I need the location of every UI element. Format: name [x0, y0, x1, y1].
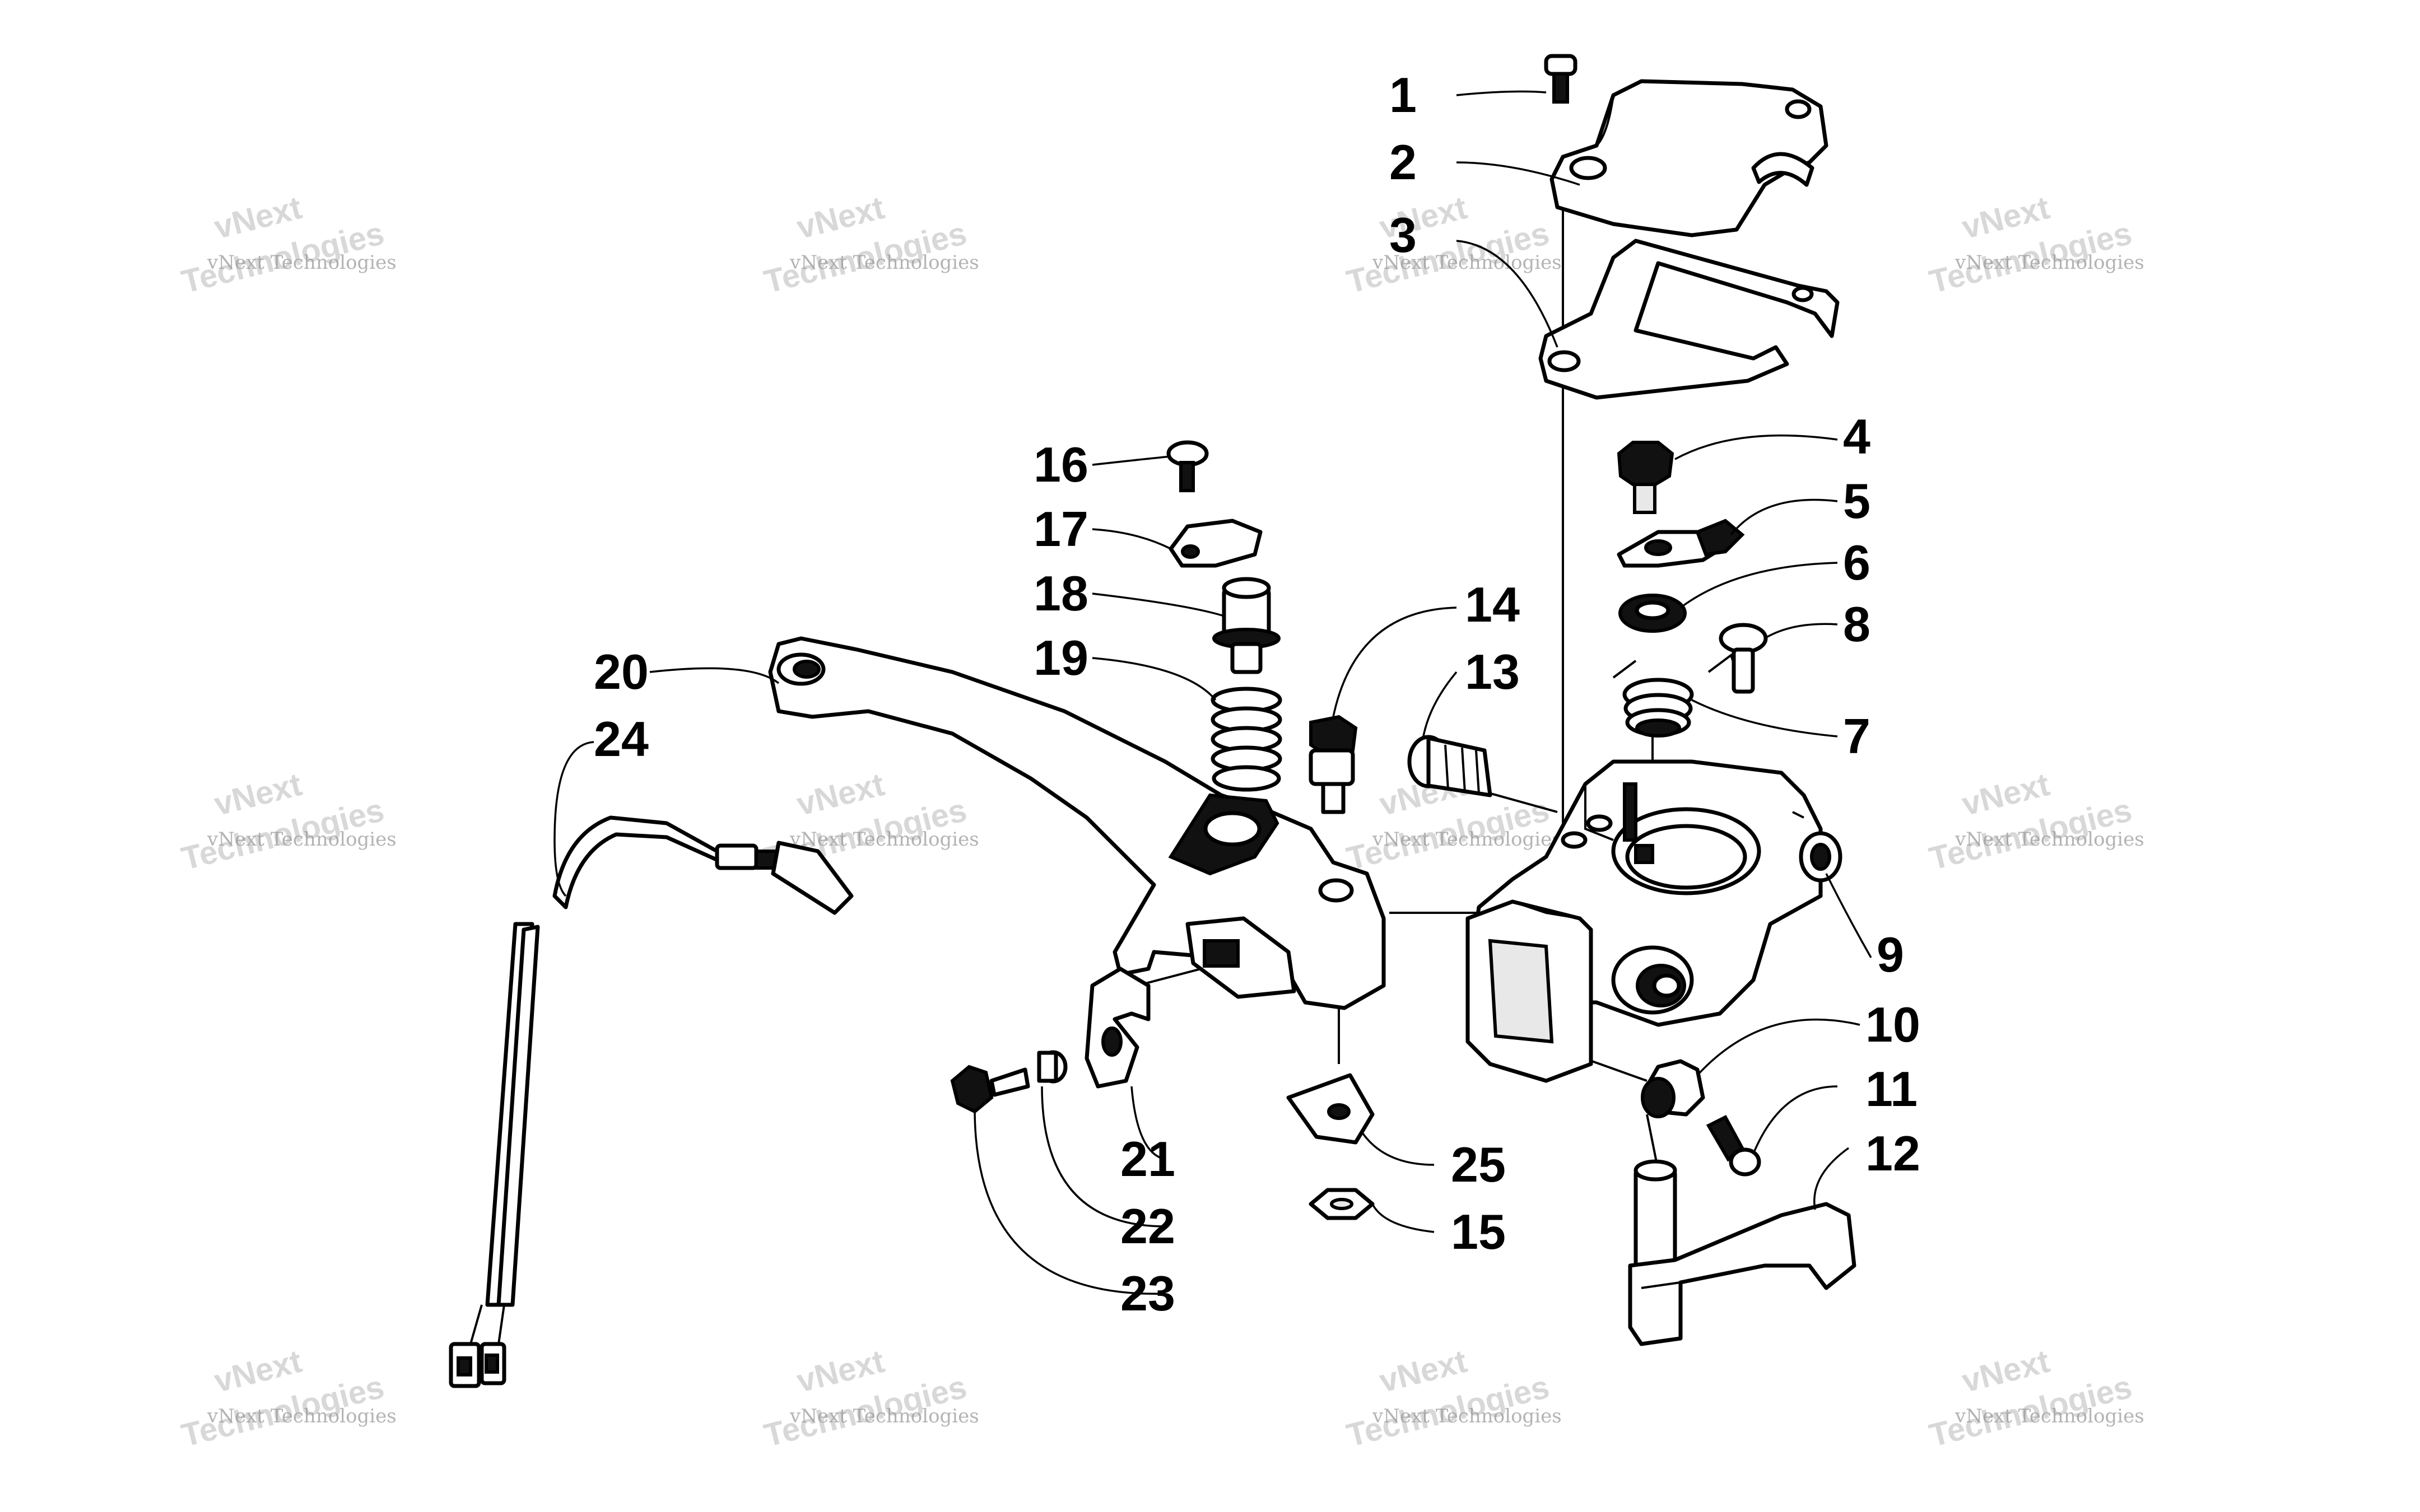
callout-2: 2 [1389, 134, 1417, 190]
watermark-small: vNext Technologies [789, 1405, 979, 1427]
part-14-bleed-nipple [1309, 715, 1358, 814]
part-22-bushing [1037, 1050, 1068, 1084]
part-25-bracket [1286, 1073, 1375, 1145]
part-4-hex-bolt [1617, 441, 1674, 514]
callout-20: 20 [594, 644, 649, 699]
callout-22: 22 [1120, 1198, 1175, 1254]
callout-24: 24 [594, 711, 649, 767]
part-21-clamp [1085, 967, 1151, 1089]
part-9-roller [1799, 831, 1842, 883]
watermark-small: vNext Technologies [789, 828, 979, 851]
part-2-housing-cover [1549, 79, 1828, 237]
part-3-gasket [1538, 239, 1840, 400]
watermark-small: vNext Technologies [789, 251, 979, 274]
callout-4: 4 [1843, 409, 1870, 464]
watermark-small: vNext Technologies [207, 251, 397, 274]
main-throttle-housing [1465, 759, 1823, 1083]
part-24-brake-switch-wire [449, 815, 854, 1388]
part-15-nut [1309, 1188, 1375, 1220]
part-13-bolt [1407, 735, 1492, 797]
callout-21: 21 [1120, 1131, 1175, 1187]
callout-13: 13 [1465, 644, 1520, 699]
callout-14: 14 [1465, 577, 1520, 632]
watermark-small: vNext Technologies [1954, 251, 2144, 274]
callout-7: 7 [1843, 708, 1870, 764]
callout-3: 3 [1389, 207, 1417, 263]
part-19-coil-spring [1211, 687, 1282, 792]
callout-17: 17 [1034, 501, 1088, 557]
part-8-screw [1719, 623, 1768, 694]
watermark-small: vNext Technologies [1954, 828, 2144, 851]
callout-15: 15 [1451, 1204, 1506, 1259]
callout-labels: 1 2 3 4 5 6 7 8 9 10 11 12 13 14 15 16 1… [594, 67, 1920, 1321]
part-12-throttle-lever [1628, 1159, 1856, 1346]
part-20-brake-lever [768, 636, 1386, 1010]
part-10-nut [1641, 1059, 1705, 1118]
callout-9: 9 [1877, 927, 1904, 982]
watermark-small: vNext Technologies [1954, 1405, 2144, 1427]
callout-5: 5 [1843, 473, 1870, 529]
callout-8: 8 [1843, 596, 1870, 652]
watermark-small: vNext Technologies [207, 1405, 397, 1427]
callout-11: 11 [1865, 1061, 1918, 1117]
callout-12: 12 [1865, 1126, 1920, 1181]
part-17-cover-plate [1169, 519, 1263, 568]
watermark-small: vNext Technologies [1372, 828, 1562, 851]
part-23-bolt [950, 1065, 1030, 1114]
part-5-cam [1617, 519, 1745, 568]
part-16-screw [1166, 440, 1209, 492]
callout-19: 19 [1034, 630, 1088, 685]
callout-1: 1 [1389, 67, 1417, 123]
callout-leaders [553, 90, 1872, 1295]
watermark-small: vNext Technologies [1372, 251, 1562, 274]
callout-25: 25 [1451, 1137, 1506, 1192]
part-7-spring [1612, 653, 1738, 738]
part-11-screw [1706, 1115, 1761, 1177]
callout-18: 18 [1034, 566, 1088, 621]
watermark-small: vNext Technologies [207, 828, 397, 851]
part-6-washer [1618, 594, 1687, 633]
part-18-piston [1212, 577, 1281, 674]
callout-6: 6 [1843, 535, 1870, 590]
part-1-screw [1544, 54, 1577, 104]
callout-16: 16 [1034, 437, 1088, 492]
callout-10: 10 [1865, 997, 1920, 1052]
callout-23: 23 [1120, 1266, 1175, 1321]
watermark-small: vNext Technologies [1372, 1405, 1562, 1427]
